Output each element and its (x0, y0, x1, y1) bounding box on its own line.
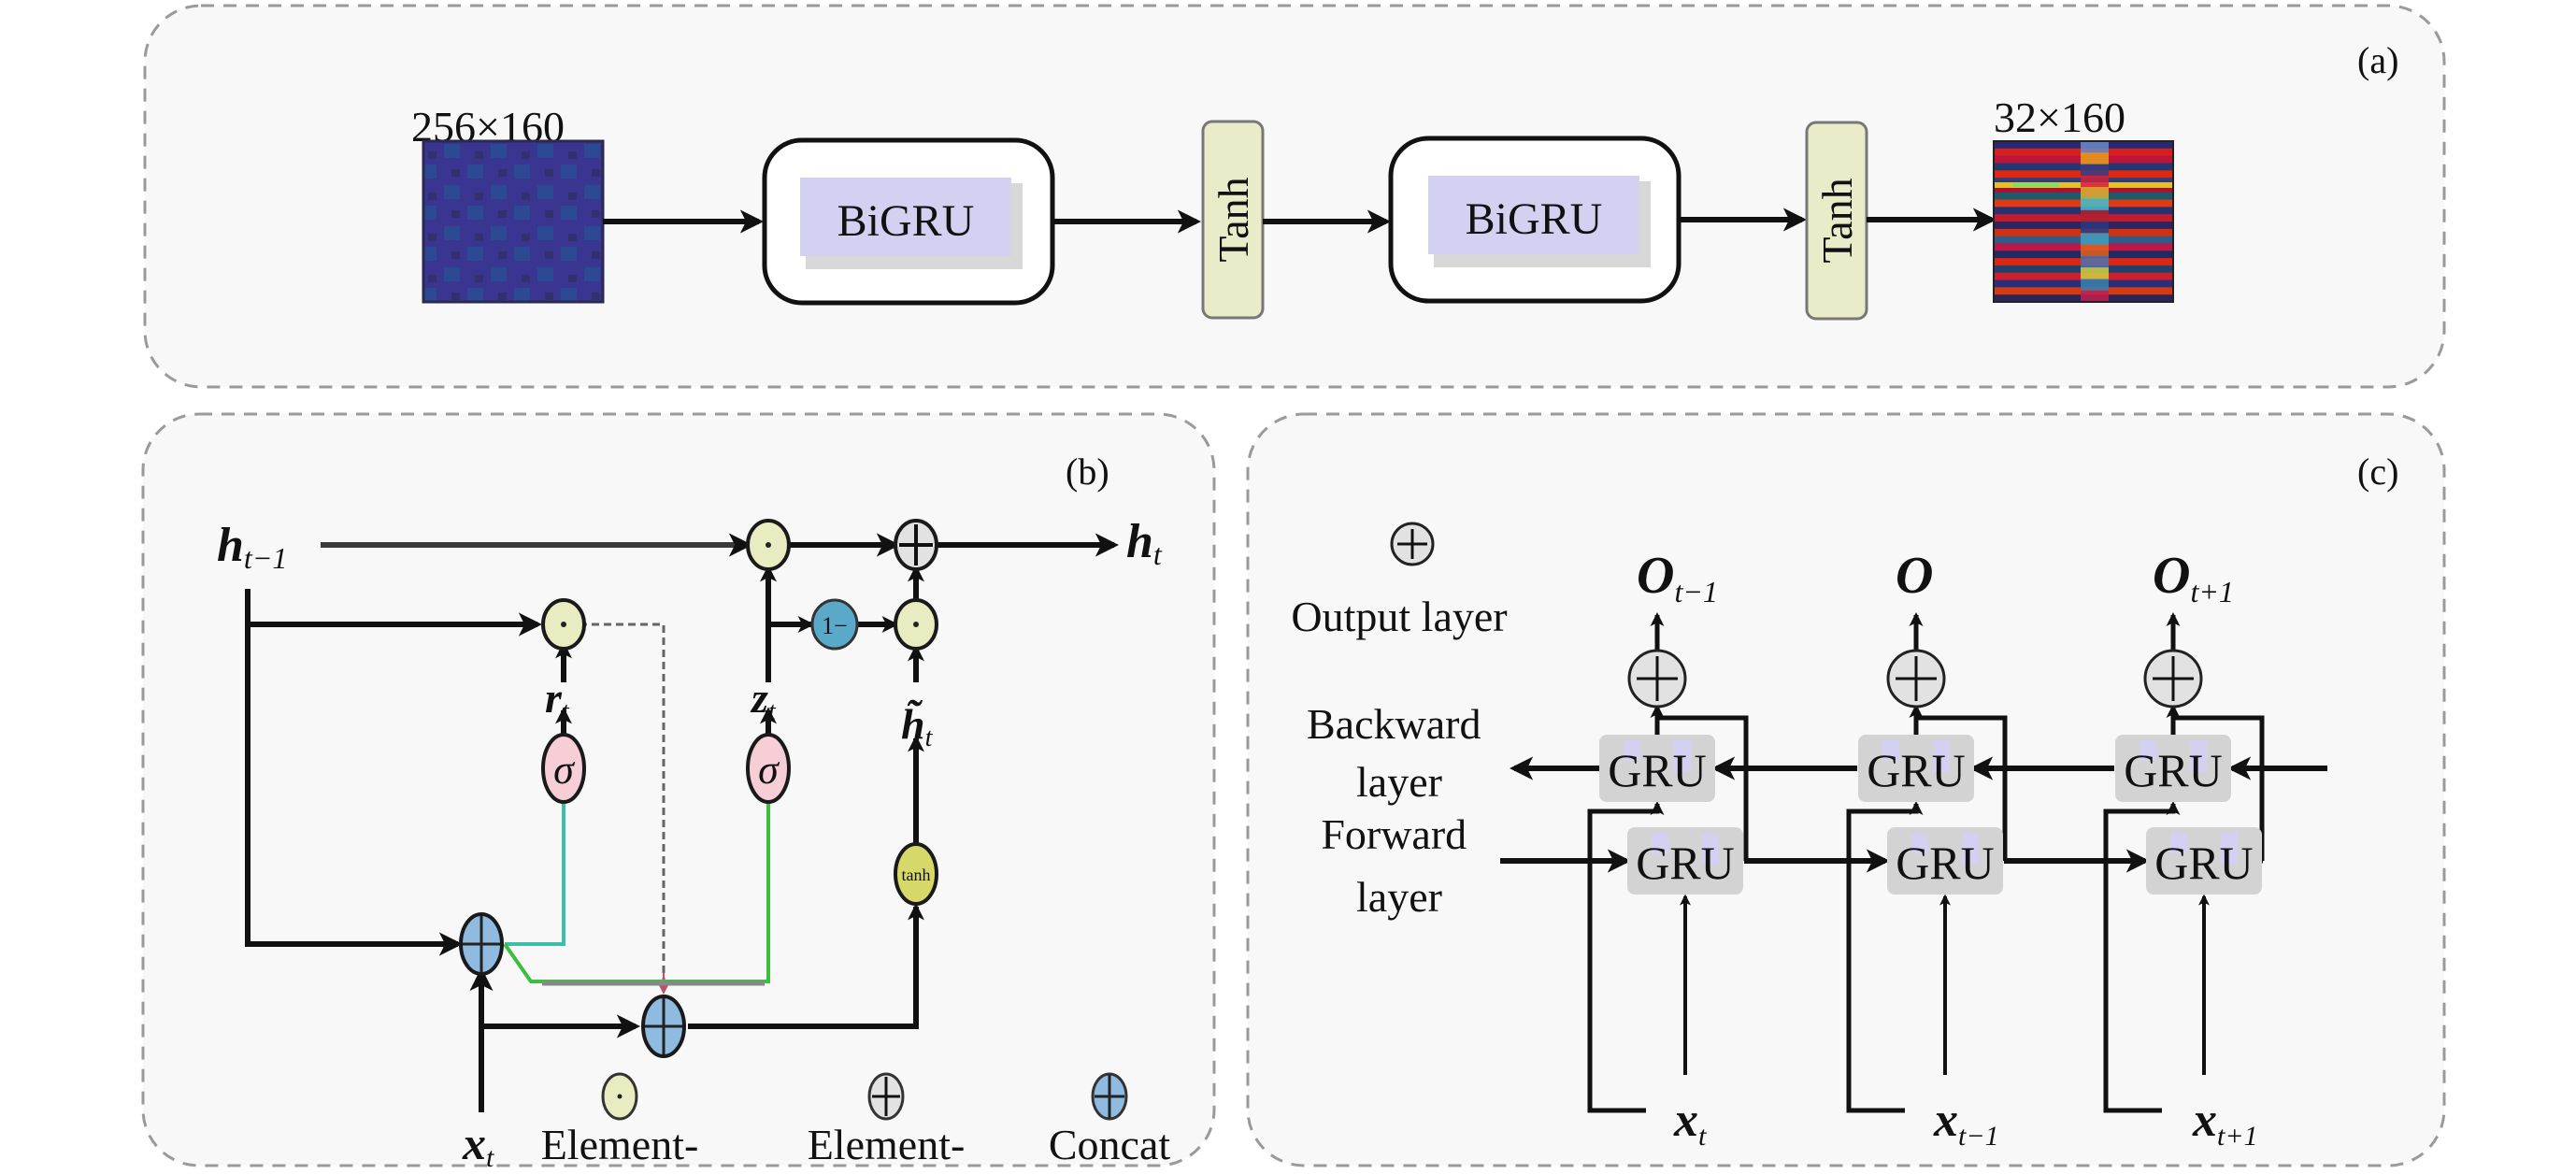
h-tilde-label: h̃t (901, 699, 934, 752)
output-sum-node-2 (2143, 649, 2203, 709)
gru-backward-0: GRU (1599, 735, 1715, 802)
wire-forward-to-sum-0 (1657, 715, 1749, 864)
output-label-1: O (1896, 547, 1933, 605)
gru-backward-2: GRU (2115, 735, 2231, 802)
gru-backward-1: GRU (1858, 735, 1974, 802)
legend-add (867, 1072, 905, 1121)
gru-forward-2: GRU (2146, 827, 2262, 895)
tanh-node: tanh (894, 842, 938, 906)
output-label-2: Ot+1 (2153, 547, 2234, 608)
wire-forward-to-sum-2 (2173, 715, 2265, 864)
panel-c-label: (c) (2357, 451, 2398, 493)
h-prev-label: ht−1 (217, 519, 287, 575)
panel-a-label: (a) (2357, 39, 2398, 81)
svg-text:σ: σ (758, 747, 780, 793)
gru-label: GRU (1636, 837, 1735, 889)
output-heatmap (1993, 140, 2174, 303)
concat-node-lower (641, 995, 686, 1058)
mult-node-reset (541, 598, 586, 651)
backward-layer-label: Backward layer (1307, 700, 1492, 806)
wire-reset-dashed (580, 623, 665, 981)
gru-label: GRU (1896, 837, 1995, 889)
bigru-block-2: BiGRU (1388, 136, 1682, 304)
h-out-label: ht (1126, 515, 1163, 571)
mult-node-update (894, 598, 938, 651)
panel-a-frame (143, 4, 2446, 389)
input-heatmap (422, 139, 605, 304)
heatmap-border (1993, 140, 2174, 303)
panel-c-frame (1246, 412, 2446, 1167)
tanh-block-2: Tanh (1805, 121, 1868, 321)
output-size-label: 32×160 (1994, 93, 2125, 141)
legend-label-concat: Concat (1049, 1121, 1171, 1168)
output-sum-node-1 (1886, 649, 1946, 709)
panel-c: (c) Output layer Backward layer Forward … (1246, 412, 2446, 1167)
sigma-node-r: σ (541, 733, 586, 804)
bigru-1-label: BiGRU (837, 196, 975, 246)
tanh-block-1: Tanh (1201, 120, 1265, 320)
heatmap-cell (2081, 244, 2109, 257)
output-layer-legend-icon (1390, 522, 1435, 566)
output-layer-label: Output layer (1291, 593, 1507, 640)
heatmap-cell (2081, 209, 2109, 222)
wire-input-to-backward-0 (1587, 801, 1665, 1113)
bigru-unrolled: GRU GRU Ot−1 xt GRU GRU Oxt−1 GRU GRU Ot+1 xt+1 (1500, 547, 2327, 1152)
panel-b-frame (141, 412, 1216, 1167)
panel-b-label: (b) (1066, 451, 1109, 493)
input-label-1: xt−1 (1933, 1094, 1999, 1152)
tanh-2-label: Tanh (1813, 178, 1861, 263)
heatmap-cell (2081, 255, 2109, 268)
panel-b: (b) ht−1 ht rt zt (141, 412, 1216, 1174)
heatmap-cell (2081, 198, 2109, 211)
mult-node-top (746, 519, 791, 571)
heatmap-band (2012, 183, 2059, 187)
bigru-2-label: BiGRU (1466, 194, 1603, 244)
z-t-label: zt (750, 674, 777, 726)
sigma-node-z: σ (746, 733, 791, 804)
input-label-2: xt+1 (2192, 1094, 2258, 1152)
one-minus-node: 1− (810, 598, 859, 651)
gru-label: GRU (1608, 744, 1707, 796)
gru-label: GRU (2154, 837, 2254, 889)
gru-forward-1: GRU (1887, 827, 2003, 895)
wire-hprev-bus (245, 589, 464, 956)
gru-label: GRU (1867, 744, 1966, 796)
heatmap-cell (2081, 222, 2109, 234)
heatmap-cell (2081, 187, 2109, 199)
legend-label-element-wise-multiplication: Element-wisemultiplication (499, 1121, 740, 1174)
tanh-1-label: Tanh (1209, 177, 1257, 262)
x-t-label: xt (462, 1117, 494, 1173)
heatmap-cell (2081, 152, 2109, 165)
legend-mult (601, 1072, 638, 1121)
wire-forward-to-sum-1 (1916, 715, 2008, 864)
heatmap-cell (2081, 141, 2109, 153)
wire-input-to-backward-1 (1846, 801, 1924, 1113)
heatmap-cell (2081, 290, 2109, 303)
svg-text:σ: σ (553, 747, 576, 793)
heatmap-cell (2081, 164, 2109, 177)
gru-forward-0: GRU (1627, 827, 1743, 895)
gru-label: GRU (2124, 744, 2223, 796)
one-minus-label: 1− (822, 612, 848, 639)
wire-concat-to-sigma-r (505, 804, 565, 946)
input-label-0: xt (1673, 1094, 1707, 1152)
wire-lower-concat-to-tanh (688, 903, 924, 1029)
forward-layer-label: Forward layer (1321, 810, 1477, 921)
bigru-block-1: BiGRU (762, 137, 1055, 306)
output-sum-node-0 (1627, 649, 1687, 709)
concat-node-upper (459, 912, 504, 976)
legend-label-element-wise-addition: Element-wiseaddition (808, 1121, 966, 1174)
output-label-0: Ot−1 (1637, 547, 1718, 608)
heatmap-cell (2081, 279, 2109, 292)
add-node-top (894, 519, 938, 571)
heatmap-cell (2081, 233, 2109, 246)
heatmap-center-column (2081, 141, 2109, 303)
legend-concat (1091, 1072, 1128, 1121)
panel-a: (a) 256×160 BiGRU Tanh BiGRU (143, 4, 2446, 389)
heatmap-cell (2081, 175, 2109, 188)
heatmap-cell (2081, 267, 2109, 279)
wire-input-to-backward-2 (2103, 801, 2181, 1113)
svg-text:tanh: tanh (902, 866, 931, 884)
r-t-label: rt (545, 674, 570, 726)
